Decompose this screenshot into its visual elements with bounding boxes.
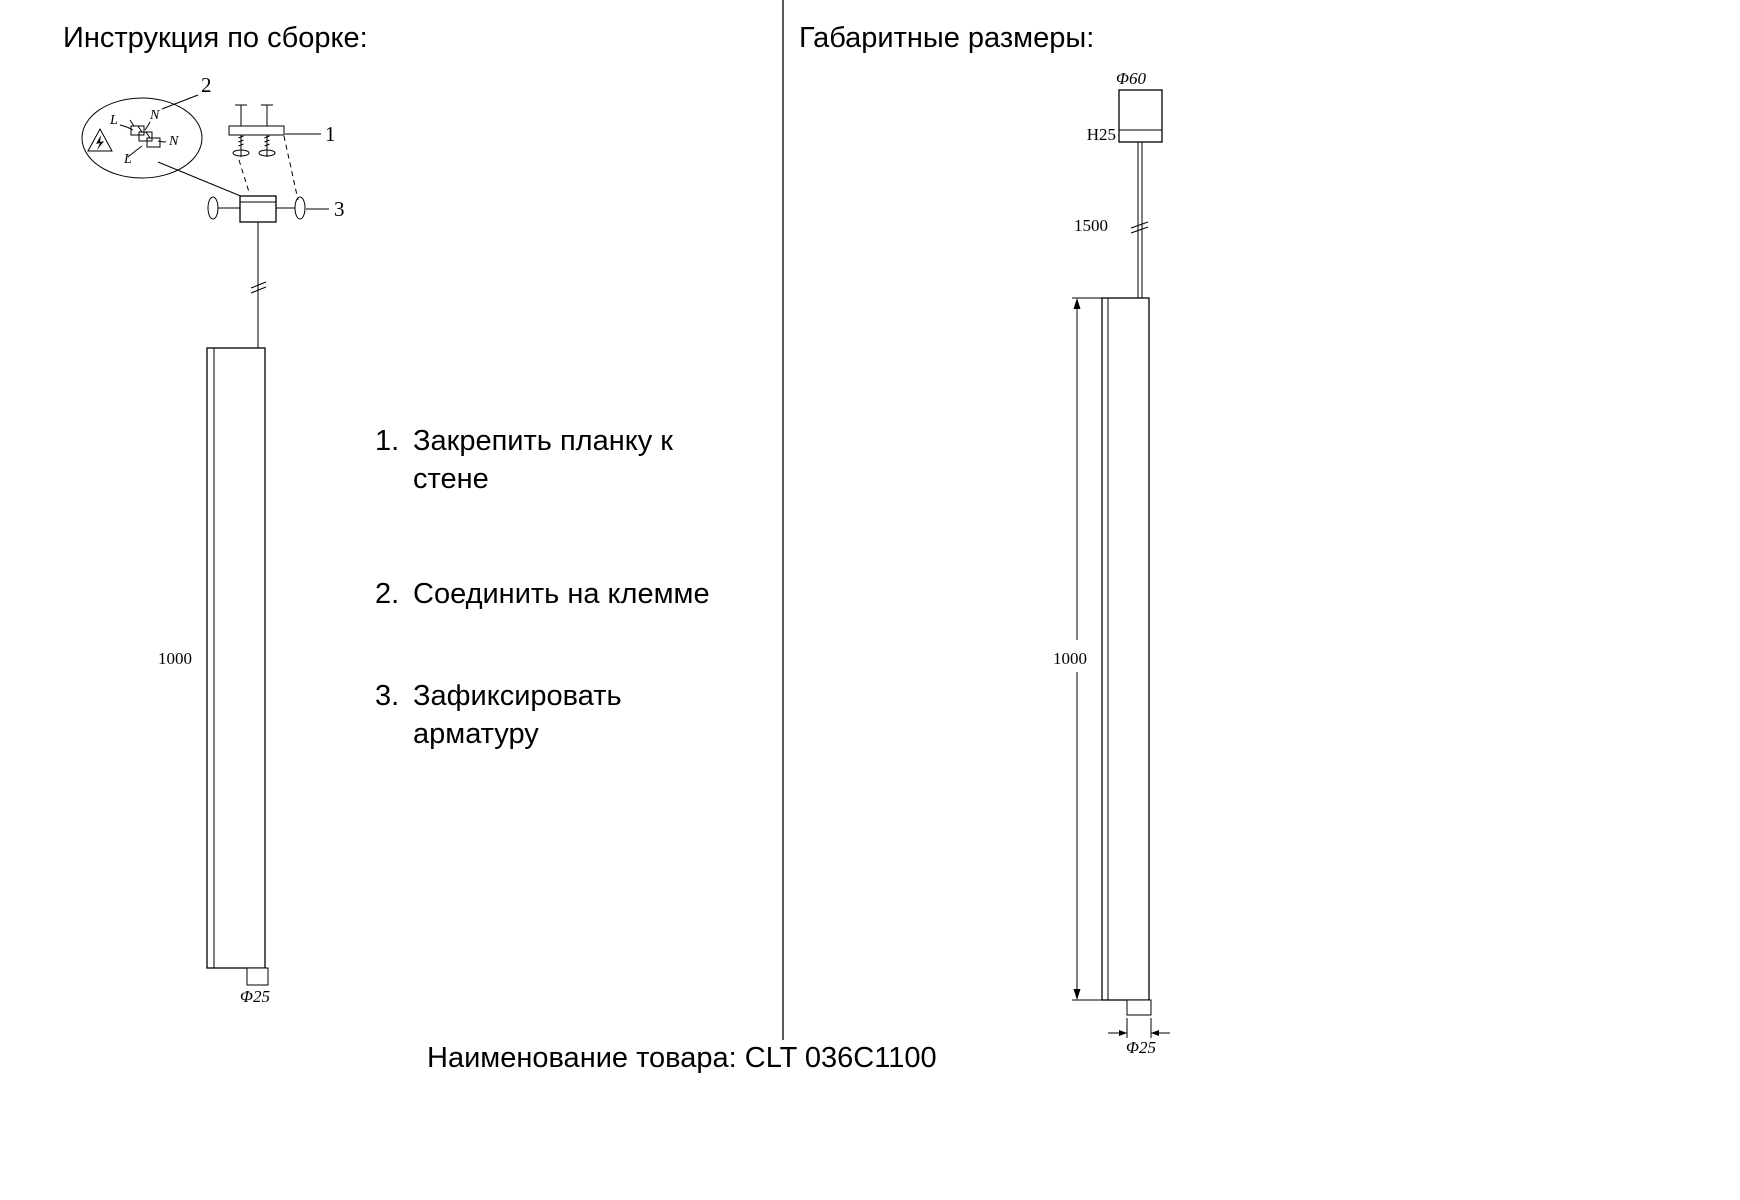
instruction-item-3: 3. Зафиксировать арматуру bbox=[375, 677, 622, 753]
alignment-dash-line bbox=[238, 159, 250, 193]
alignment-dash-line bbox=[283, 135, 299, 201]
lightning-bolt-icon bbox=[96, 135, 104, 150]
callout-1-label: 1 bbox=[325, 122, 336, 146]
terminal-block bbox=[129, 119, 161, 148]
wire-label-l-bottom: L bbox=[123, 152, 132, 167]
cable-break-mark bbox=[250, 286, 267, 294]
wire bbox=[119, 124, 134, 131]
instruction-item-2: 2. Соединить на клемме bbox=[375, 575, 710, 613]
instruction-text: Зафиксировать арматуру bbox=[413, 680, 622, 750]
dim-cable-break-mark bbox=[1130, 226, 1149, 234]
wire bbox=[144, 121, 151, 131]
wire bbox=[157, 140, 167, 143]
instruction-number: 1. bbox=[375, 425, 400, 457]
assembly-tube-length-label: 1000 bbox=[158, 649, 192, 668]
wire-label-n-right: N bbox=[168, 134, 179, 149]
wire-label-l-top: L bbox=[109, 113, 118, 128]
dim-tube-diameter-label: Φ25 bbox=[1126, 1038, 1156, 1057]
wire bbox=[127, 145, 143, 158]
canopy-diameter-label: Φ60 bbox=[1116, 69, 1146, 88]
dim-arrow-down bbox=[1073, 989, 1081, 1000]
mounting-bracket bbox=[228, 104, 285, 157]
lamp-tube bbox=[206, 347, 266, 969]
dim-arrow-right bbox=[1119, 1030, 1127, 1036]
warning-triangle-icon bbox=[87, 127, 113, 152]
cable-break-mark bbox=[250, 281, 267, 289]
instruction-number: 3. bbox=[375, 680, 400, 712]
canopy-assembly bbox=[207, 195, 306, 223]
assembly-drawing: L N N L 2 bbox=[81, 73, 345, 1006]
canopy-height-label: H25 bbox=[1087, 125, 1116, 144]
dimensions-drawing: Φ60 H25 1500 1000 bbox=[1053, 69, 1170, 1057]
callout-to-canopy-leader bbox=[157, 161, 244, 198]
assembly-tube-diameter-label: Φ25 bbox=[240, 987, 270, 1006]
instruction-text: Соединить на клемме bbox=[413, 578, 710, 610]
callout-2-leader bbox=[161, 94, 199, 110]
wire-label-n-top: N bbox=[149, 108, 160, 123]
product-name-label: Наименование товара: CLT 036C1100 bbox=[427, 1042, 937, 1074]
assembly-section-title: Инструкция по сборке: bbox=[63, 22, 368, 54]
cable-length-label: 1500 bbox=[1074, 216, 1108, 235]
callout-2-label: 2 bbox=[201, 73, 212, 97]
wiring-callout-ellipse bbox=[81, 97, 203, 179]
instruction-number: 2. bbox=[375, 578, 400, 610]
dim-cable-break-mark bbox=[1130, 221, 1149, 229]
dim-arrow-up bbox=[1073, 298, 1081, 309]
dim-lamp-tube-end-cap bbox=[1126, 999, 1152, 1016]
instruction-item-1: 1. Закрепить планку к стене bbox=[375, 422, 673, 498]
dimensions-section-title: Габаритные размеры: bbox=[799, 22, 1095, 54]
dim-arrow-left bbox=[1151, 1030, 1159, 1036]
dim-lamp-tube bbox=[1101, 297, 1150, 1001]
lamp-tube-end-cap bbox=[246, 967, 269, 986]
dim-tube-length-label: 1000 bbox=[1053, 649, 1087, 668]
dim-canopy bbox=[1118, 89, 1163, 143]
instruction-text: Закрепить планку к стене bbox=[413, 425, 673, 495]
callout-3-label: 3 bbox=[334, 197, 345, 221]
